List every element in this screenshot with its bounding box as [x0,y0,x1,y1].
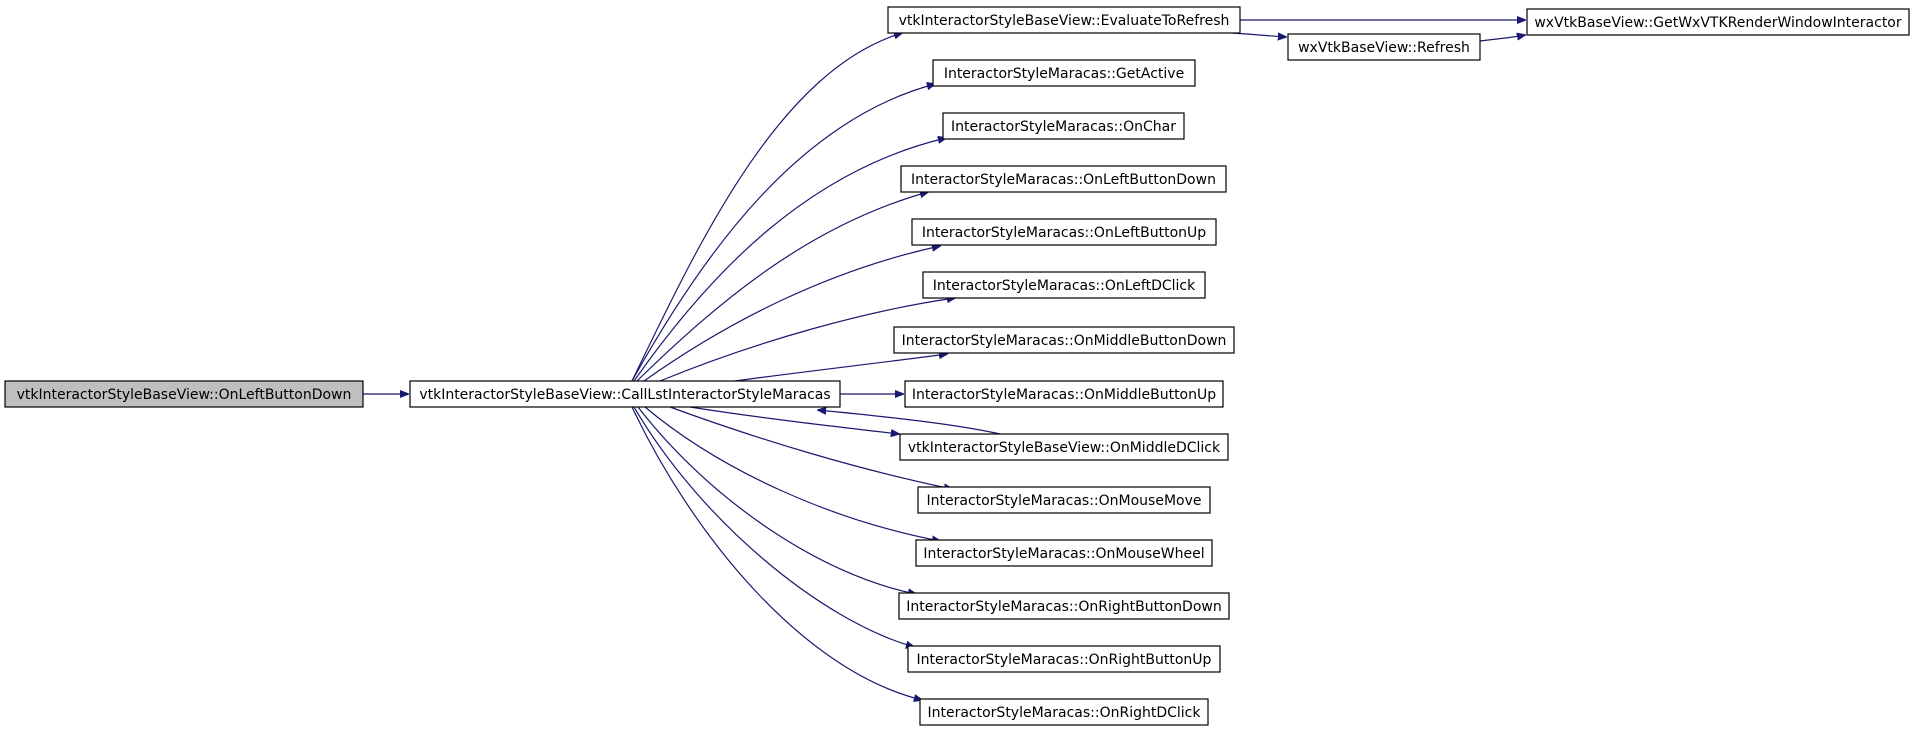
node-onmiddledclick[interactable]: vtkInteractorStyleBaseView::OnMiddleDCli… [899,433,1229,461]
node-label: InteractorStyleMaracas::OnMiddleButtonUp [912,387,1216,403]
node-box [893,326,1235,354]
node-box [917,486,1211,514]
node-box [907,645,1221,673]
node-calllst[interactable]: vtkInteractorStyleBaseView::CallLstInter… [409,380,841,408]
edge-calllst-to-evaluatetorefresh [631,33,902,382]
edge-calllst-to-onrightbuttondown [637,406,916,594]
node-getactive[interactable]: InteractorStyleMaracas::GetActive [932,59,1196,87]
edge-calllst-to-onrightdclick [631,406,922,700]
node-label: InteractorStyleMaracas::OnRightButtonUp [917,652,1212,668]
node-label: vtkInteractorStyleBaseView::OnLeftButton… [17,387,352,403]
node-label: InteractorStyleMaracas::OnLeftDClick [933,278,1196,294]
node-onleftdclick[interactable]: InteractorStyleMaracas::OnLeftDClick [922,271,1206,299]
node-label: InteractorStyleMaracas::OnMouseMove [927,493,1202,509]
edge-calllst-to-onchar [633,138,946,382]
node-onrightbuttonup[interactable]: InteractorStyleMaracas::OnRightButtonUp [907,645,1221,673]
node-box [899,433,1229,461]
node-box [409,380,841,408]
node-label: InteractorStyleMaracas::OnLeftButtonUp [922,225,1206,241]
node-onmiddlebuttonup[interactable]: InteractorStyleMaracas::OnMiddleButtonUp [904,380,1224,408]
node-box [1287,33,1481,61]
node-box [911,218,1217,246]
edge-calllst-to-onleftdclick [659,298,955,382]
edge-onmiddledclick-to-calllst [818,410,1001,435]
nodes-layer: vtkInteractorStyleBaseView::OnLeftButton… [4,6,1910,726]
node-box [904,380,1224,408]
node-label: vtkInteractorStyleBaseView::OnMiddleDCli… [908,440,1221,456]
node-box [915,539,1213,567]
node-onrightdclick[interactable]: InteractorStyleMaracas::OnRightDClick [919,698,1209,726]
node-onleftbuttonup[interactable]: InteractorStyleMaracas::OnLeftButtonUp [911,218,1217,246]
node-box [898,592,1230,620]
node-label: InteractorStyleMaracas::GetActive [944,66,1184,82]
node-label: InteractorStyleMaracas::OnChar [951,119,1176,135]
node-onleftbuttondown-root[interactable]: vtkInteractorStyleBaseView::OnLeftButton… [4,380,364,408]
edge-calllst-to-getactive [631,84,935,382]
node-box [942,112,1185,140]
edge-calllst-to-onmiddlebuttondown [734,354,947,382]
node-label: InteractorStyleMaracas::OnMouseWheel [923,546,1204,562]
node-onrightbuttondown[interactable]: InteractorStyleMaracas::OnRightButtonDow… [898,592,1230,620]
node-box [922,271,1206,299]
node-onchar[interactable]: InteractorStyleMaracas::OnChar [942,112,1185,140]
edges-layer [363,20,1525,700]
node-onmiddlebuttondown[interactable]: InteractorStyleMaracas::OnMiddleButtonDo… [893,326,1235,354]
node-getwxvtkrwi[interactable]: wxVtkBaseView::GetWxVTKRenderWindowInter… [1526,8,1910,36]
node-onmousewheel[interactable]: InteractorStyleMaracas::OnMouseWheel [915,539,1213,567]
edge-calllst-to-onmousemove [669,406,952,489]
node-label: vtkInteractorStyleBaseView::CallLstInter… [419,387,830,403]
edge-calllst-to-onmousewheel [644,406,940,541]
node-box [932,59,1196,87]
edge-calllst-to-onrightbuttonup [633,406,914,647]
edge-calllst-to-onleftbuttonup [643,246,940,382]
node-label: InteractorStyleMaracas::OnRightButtonDow… [906,599,1221,615]
node-label: InteractorStyleMaracas::OnMiddleButtonDo… [902,333,1227,349]
node-box [919,698,1209,726]
node-label: vtkInteractorStyleBaseView::EvaluateToRe… [899,13,1230,29]
edge-refresh-to-getwxvtkrwi [1479,35,1525,42]
edge-calllst-to-onleftbuttondown [636,192,928,382]
node-label: InteractorStyleMaracas::OnLeftButtonDown [911,172,1216,188]
node-box [900,165,1227,193]
edge-calllst-to-onmiddledclick [689,406,899,434]
node-onmousemove[interactable]: InteractorStyleMaracas::OnMouseMove [917,486,1211,514]
node-evaluatetorefresh[interactable]: vtkInteractorStyleBaseView::EvaluateToRe… [887,6,1241,34]
node-box [4,380,364,408]
node-label: InteractorStyleMaracas::OnRightDClick [927,705,1201,721]
node-label: wxVtkBaseView::GetWxVTKRenderWindowInter… [1534,15,1902,31]
node-label: wxVtkBaseView::Refresh [1298,40,1470,56]
node-refresh[interactable]: wxVtkBaseView::Refresh [1287,33,1481,61]
node-onleftbuttondown[interactable]: InteractorStyleMaracas::OnLeftButtonDown [900,165,1227,193]
node-box [887,6,1241,34]
node-box [1526,8,1910,36]
